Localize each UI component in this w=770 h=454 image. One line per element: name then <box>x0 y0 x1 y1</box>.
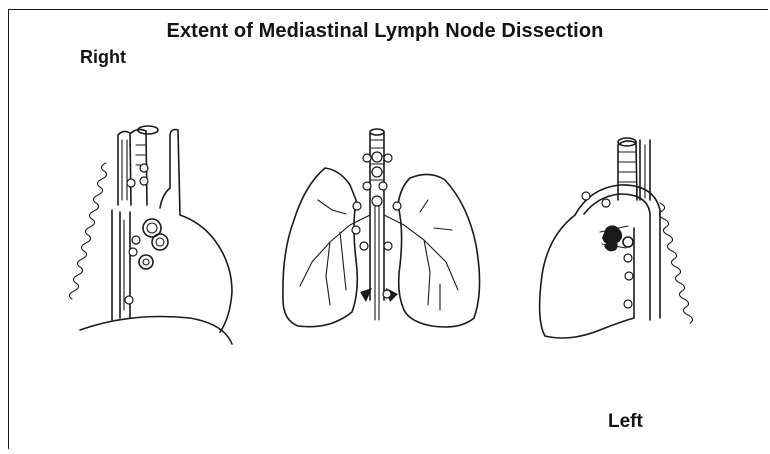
left-trachea <box>618 141 637 200</box>
lymph-node <box>352 226 360 234</box>
left-chest-wall <box>659 203 692 323</box>
lymph-node <box>384 242 392 250</box>
right-chest-wall <box>69 163 106 299</box>
frontal-view <box>283 129 480 327</box>
left-lateral-view <box>540 138 693 338</box>
lymph-node <box>384 154 392 162</box>
lymph-node <box>372 152 382 162</box>
lymph-node <box>393 202 401 210</box>
lymph-node <box>372 167 382 177</box>
lymph-node <box>129 248 137 256</box>
lymph-node <box>379 182 387 190</box>
lymph-node <box>363 154 371 162</box>
lymph-node <box>602 199 610 207</box>
lymph-node <box>372 196 382 206</box>
lymph-node <box>363 182 371 190</box>
right-diaphragm <box>80 317 232 345</box>
lymph-node <box>353 202 361 210</box>
frontal-lung-left <box>283 168 357 327</box>
lymph-node <box>383 290 391 298</box>
lymph-node <box>624 254 632 262</box>
lymph-node <box>140 164 148 172</box>
lymph-node <box>625 272 633 280</box>
right-trachea <box>118 131 131 205</box>
lymph-node <box>132 236 140 244</box>
lymph-node <box>140 177 148 185</box>
right-lateral-view <box>69 126 232 344</box>
lymph-node <box>624 300 632 308</box>
lymph-node <box>125 296 133 304</box>
lymph-node <box>127 179 135 187</box>
lymph-node <box>360 242 368 250</box>
frontal-lung-right <box>398 174 480 327</box>
lymph-node <box>582 192 590 200</box>
